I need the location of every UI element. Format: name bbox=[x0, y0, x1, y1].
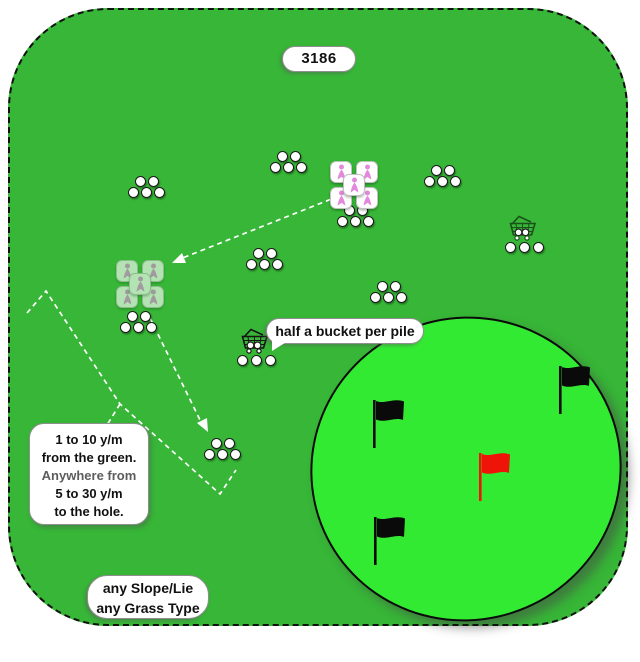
conditions-note: any Slope/Lie any Grass Type bbox=[87, 575, 209, 619]
golf-ball bbox=[390, 281, 401, 292]
golf-ball bbox=[505, 242, 516, 253]
distance-note-line: Anywhere from bbox=[41, 468, 137, 483]
golf-ball bbox=[383, 292, 394, 303]
distance-note-line: 5 to 30 y/m bbox=[55, 486, 123, 501]
golf-ball bbox=[146, 322, 157, 333]
dashed-path bbox=[179, 195, 340, 260]
ball-basket bbox=[505, 215, 566, 255]
golf-ball bbox=[370, 292, 381, 303]
golf-ball bbox=[272, 259, 283, 270]
person-icon bbox=[123, 263, 131, 279]
distance-note-line: 1 to 10 y/m bbox=[55, 432, 123, 447]
golf-ball bbox=[141, 187, 152, 198]
golf-ball bbox=[237, 355, 248, 366]
golf-ball bbox=[277, 151, 288, 162]
golf-ball bbox=[127, 311, 138, 322]
golf-ball bbox=[251, 355, 262, 366]
ball-pile bbox=[120, 311, 158, 334]
basket-icon bbox=[241, 328, 269, 354]
distance-note-line: from the green. bbox=[41, 450, 137, 465]
golf-ball bbox=[350, 216, 361, 227]
person-icon bbox=[350, 177, 358, 193]
person-icon bbox=[337, 190, 345, 206]
golf-ball bbox=[217, 449, 228, 460]
golf-ball bbox=[363, 216, 374, 227]
player-tile bbox=[343, 174, 365, 196]
golf-ball bbox=[519, 242, 530, 253]
ball-pile bbox=[246, 248, 284, 271]
basket-icon bbox=[509, 215, 537, 241]
ball-pile bbox=[424, 165, 462, 188]
players-group bbox=[116, 260, 164, 308]
ball-pile bbox=[370, 281, 408, 304]
golf-ball bbox=[283, 162, 294, 173]
golf-ball bbox=[211, 438, 222, 449]
dashed-path bbox=[149, 317, 203, 425]
flag-icon bbox=[559, 366, 590, 414]
bucket-note: half a bucket per pile bbox=[266, 318, 424, 351]
dashed-arrows-layer bbox=[0, 0, 640, 640]
black-flag bbox=[558, 364, 594, 421]
red-flag bbox=[478, 451, 514, 508]
golf-ball bbox=[148, 176, 159, 187]
ball-pile bbox=[204, 438, 242, 461]
person-icon bbox=[363, 190, 371, 206]
golf-ball bbox=[270, 162, 281, 173]
ball-basket bbox=[237, 328, 298, 368]
golf-ball bbox=[140, 311, 151, 322]
golf-ball bbox=[377, 281, 388, 292]
person-icon bbox=[123, 289, 131, 305]
dashed-path bbox=[106, 403, 121, 426]
golf-ball bbox=[533, 242, 544, 253]
golf-ball bbox=[253, 248, 264, 259]
ball-pile bbox=[270, 151, 308, 174]
ball-pile bbox=[128, 176, 166, 199]
distance-note: 1 to 10 y/m from the green. Anywhere fro… bbox=[29, 423, 149, 525]
golf-ball bbox=[120, 322, 131, 333]
golf-ball bbox=[337, 216, 348, 227]
golf-ball bbox=[437, 176, 448, 187]
conditions-note-line: any Slope/Lie bbox=[102, 580, 194, 596]
golf-ball bbox=[431, 165, 442, 176]
flag-icon bbox=[374, 517, 405, 565]
golf-ball bbox=[135, 176, 146, 187]
golf-ball bbox=[154, 187, 165, 198]
black-flag bbox=[373, 515, 409, 572]
golf-ball bbox=[204, 449, 215, 460]
flag-icon bbox=[479, 453, 510, 501]
player-tile bbox=[129, 273, 151, 295]
items-layer bbox=[116, 151, 594, 572]
flag-icon bbox=[373, 400, 404, 448]
golf-ball bbox=[290, 151, 301, 162]
arrowhead bbox=[197, 418, 208, 432]
golf-ball bbox=[230, 449, 241, 460]
golf-ball bbox=[296, 162, 307, 173]
golf-ball bbox=[246, 259, 257, 270]
golf-ball bbox=[424, 176, 435, 187]
golf-ball bbox=[133, 322, 144, 333]
conditions-note-line: any Grass Type bbox=[96, 600, 200, 616]
black-flag bbox=[372, 398, 408, 455]
golf-ball bbox=[444, 165, 455, 176]
distance-note-line: to the hole. bbox=[54, 504, 124, 519]
players-group bbox=[330, 161, 378, 209]
golf-ball bbox=[224, 438, 235, 449]
person-icon bbox=[136, 276, 144, 292]
drill-number-badge: 3186 bbox=[282, 46, 356, 72]
golf-ball bbox=[128, 187, 139, 198]
golf-ball bbox=[259, 259, 270, 270]
golf-ball bbox=[396, 292, 407, 303]
golf-ball bbox=[450, 176, 461, 187]
person-icon bbox=[149, 263, 157, 279]
golf-ball bbox=[266, 248, 277, 259]
golf-ball bbox=[265, 355, 276, 366]
person-icon bbox=[149, 289, 157, 305]
person-icon bbox=[363, 164, 371, 180]
arrowhead bbox=[172, 253, 186, 263]
person-icon bbox=[337, 164, 345, 180]
